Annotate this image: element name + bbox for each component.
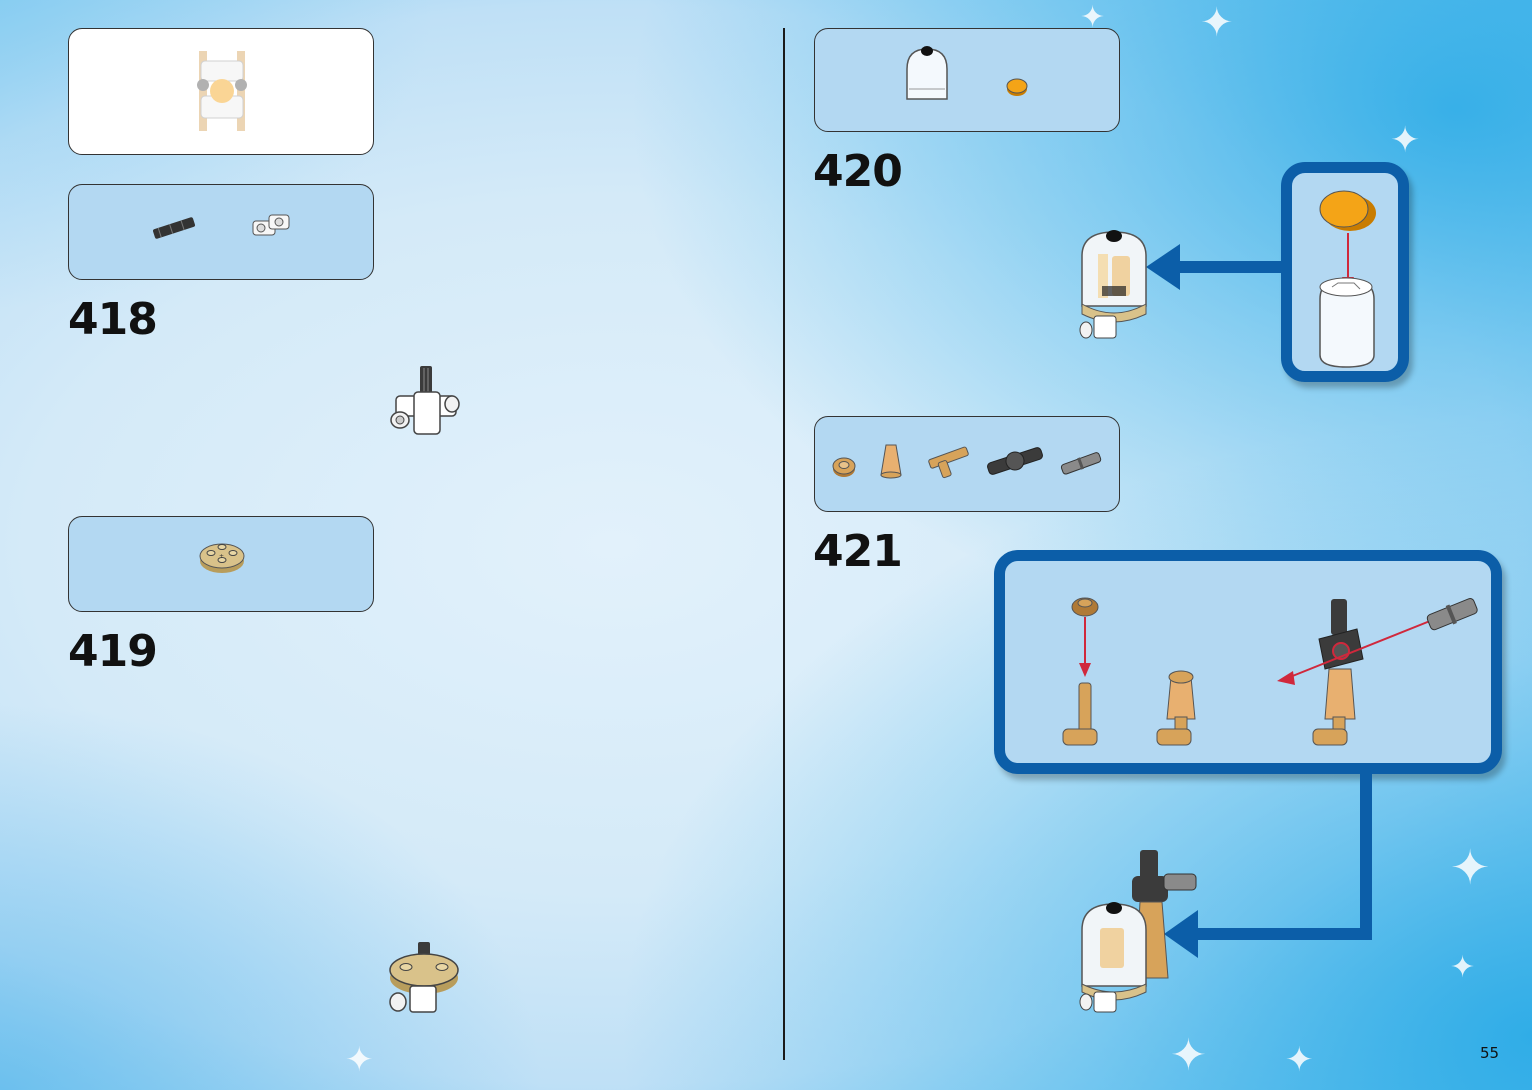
sparkle-icon: ✦ xyxy=(1285,1040,1314,1080)
page-divider xyxy=(783,28,785,1060)
sparkle-icon: ✦ xyxy=(1200,0,1234,46)
axle-icon xyxy=(151,213,197,243)
step-number-420: 420 xyxy=(813,146,902,197)
arrow-420-icon xyxy=(1146,242,1286,294)
callout-420-assembly-icon xyxy=(1312,189,1382,369)
step-number-419: 419 xyxy=(68,626,157,677)
submodel-preview-icon xyxy=(187,41,257,141)
dome-icon xyxy=(903,43,951,103)
cone-icon xyxy=(879,441,903,479)
parts-box-420 xyxy=(814,28,1120,132)
sparkle-icon: ✦ xyxy=(1170,1030,1207,1081)
callout-421 xyxy=(994,550,1502,774)
sparkle-icon: ✦ xyxy=(1390,120,1420,161)
step-421-assembly-icon xyxy=(1078,846,1204,1016)
parts-box-421 xyxy=(814,416,1120,512)
round-plate-icon: + xyxy=(197,537,247,577)
parts-box-419: + xyxy=(68,516,374,612)
pin-connector-icon xyxy=(249,207,295,243)
round-tile-icon xyxy=(1005,77,1029,99)
sparkle-icon: ✦ xyxy=(345,1040,374,1080)
sparkle-icon: ✦ xyxy=(1450,950,1475,985)
step-number-418: 418 xyxy=(68,294,157,345)
submodel-preview-box xyxy=(68,28,374,155)
pin-icon xyxy=(1059,449,1105,477)
step-418-assembly-icon xyxy=(388,364,462,438)
bar-holder-icon xyxy=(925,439,973,479)
svg-text:+: + xyxy=(219,553,224,560)
sparkle-icon: ✦ xyxy=(1450,840,1490,896)
callout-420 xyxy=(1281,162,1409,382)
step-420-assembly-icon xyxy=(1078,226,1154,344)
axle-connector-icon xyxy=(985,441,1045,481)
round-plate-small-icon xyxy=(831,455,857,479)
step-419-assembly-icon xyxy=(386,940,464,1020)
parts-box-418 xyxy=(68,184,374,280)
page-number: 55 xyxy=(1480,1044,1499,1062)
step-number-421: 421 xyxy=(813,526,902,577)
callout-421-assembly-icon xyxy=(1045,589,1515,769)
